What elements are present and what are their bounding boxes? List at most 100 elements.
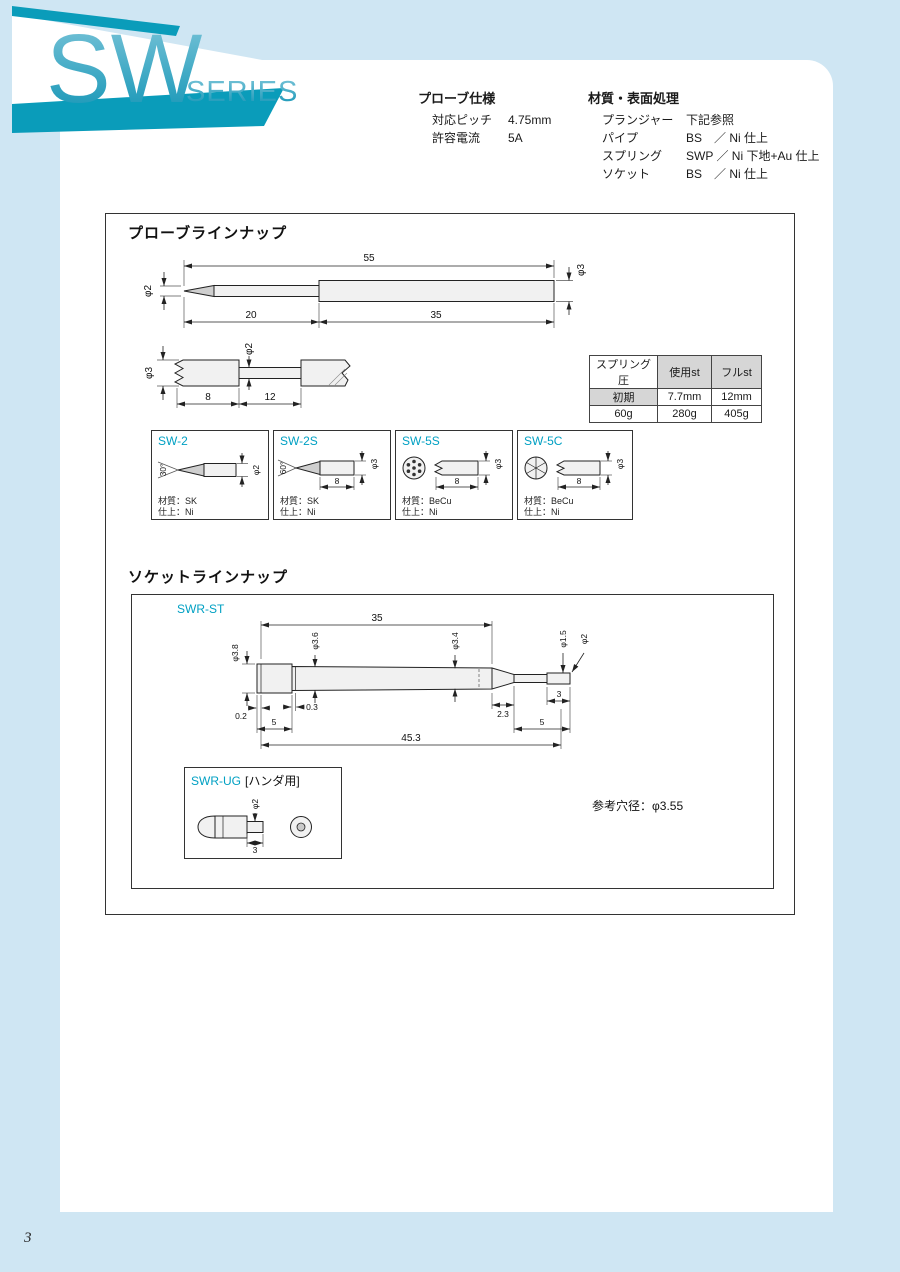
tip-name-sw-5c: SW-5C bbox=[524, 434, 563, 448]
sw-5c-drawing: φ3 8 bbox=[524, 451, 625, 490]
dim-02-text: 0.2 bbox=[235, 711, 247, 721]
spring-table-initial-cell: 初期 bbox=[589, 388, 658, 406]
dim-tip-length-text: 20 bbox=[245, 310, 257, 321]
tip-diameter-text: φ3 bbox=[615, 459, 625, 470]
socket-collar bbox=[256, 663, 293, 694]
probe-tip-cone bbox=[183, 284, 215, 298]
tip-front-view bbox=[402, 456, 426, 480]
socket-taper bbox=[491, 667, 515, 690]
tip-box-sw-2: SW-2 30° φ2 材質：SK 仕上：Ni bbox=[151, 430, 269, 520]
probe-body-shape bbox=[183, 280, 555, 302]
page-number: 3 bbox=[24, 1230, 32, 1246]
swr-st-name: SWR-ST bbox=[177, 602, 225, 616]
spring-table-stroke-row: 初期 7.7mm 12mm bbox=[589, 388, 762, 406]
dim-total-length-text: 55 bbox=[363, 253, 375, 264]
spring-table: スプリング圧 使用st フルst 初期 7.7mm 12mm 60g 280g … bbox=[589, 355, 762, 423]
tip-length-annotation: 8 bbox=[319, 476, 355, 490]
tip-diameter-text: φ3 bbox=[493, 459, 503, 470]
dim-len-b-text: 12 bbox=[264, 392, 276, 403]
spring-value: SWP ／ Ni 下地+Au 仕上 bbox=[686, 149, 820, 163]
probe-barrel bbox=[318, 280, 555, 302]
dim-5a-text: 5 bbox=[272, 717, 277, 727]
swr-ug-length-text: 3 bbox=[253, 845, 258, 854]
tip-angle-text: 60° bbox=[278, 462, 288, 475]
logo-ribbon bbox=[12, 88, 284, 133]
tip-front-view bbox=[524, 456, 548, 480]
dim-5b-text: 5 bbox=[540, 717, 545, 727]
reference-hole-note: 参考穴径：φ3.55 bbox=[592, 799, 684, 813]
socket-value: BS ／ Ni 仕上 bbox=[686, 167, 769, 181]
plunger-value: 下記参照 bbox=[686, 113, 735, 127]
tip-length-text: 8 bbox=[455, 476, 460, 486]
dim-phi15: φ1.5 bbox=[558, 630, 568, 673]
lineup-outer-box: プローブラインナップ 55 φ2 bbox=[105, 213, 795, 915]
socket-tube bbox=[291, 665, 493, 692]
tip-side-view bbox=[555, 460, 601, 476]
sw-5s-drawing: φ3 8 bbox=[402, 451, 503, 490]
sw-2s-drawing: 60° φ3 8 bbox=[277, 451, 379, 490]
spring-table-use-stroke-header: 使用st bbox=[657, 355, 712, 389]
sw-2-drawing: 30° φ2 bbox=[157, 453, 261, 487]
spring-label: スプリング bbox=[602, 149, 663, 163]
material-row-plunger: プランジャー 下記参照 bbox=[588, 111, 819, 129]
angle-annotation: 60° bbox=[277, 459, 297, 477]
logo-title-text: SW bbox=[46, 14, 203, 123]
dim-body-length-text: 35 bbox=[430, 310, 442, 321]
dim-phi38-text: φ3.8 bbox=[230, 644, 240, 662]
tip-material: 材質：SK bbox=[158, 496, 198, 506]
tip-cone bbox=[177, 463, 205, 477]
socket-tail-end bbox=[546, 672, 571, 685]
tip-box-sw-2s: SW-2S 60° φ3 bbox=[273, 430, 391, 520]
tip-diameter-annotation: φ3 bbox=[355, 451, 379, 485]
material-row-pipe: パイプ BS ／ Ni 仕上 bbox=[588, 129, 819, 147]
dim-outer-diameter: φ3 bbox=[144, 346, 179, 400]
swr-ug-length-annotation: 3 bbox=[246, 834, 264, 854]
socket-label: ソケット bbox=[602, 167, 651, 181]
swr-ug-name: SWR-UG bbox=[191, 774, 241, 788]
crown-rod bbox=[238, 367, 302, 379]
spring-table-use-stroke-value: 7.7mm bbox=[657, 388, 712, 406]
socket-lineup-title: ソケットラインナップ bbox=[128, 569, 289, 586]
spring-table-full-stroke-header: フルst bbox=[711, 355, 762, 389]
dim-body-diameter: φ3 bbox=[556, 264, 587, 315]
pitch-label: 対応ピッチ bbox=[432, 113, 493, 127]
dim-35: 35 bbox=[260, 613, 493, 664]
socket-lineup-box: SWR-ST 35 bbox=[131, 594, 774, 889]
dim-body-diameter-text: φ3 bbox=[576, 264, 587, 276]
sw-series-logo: SW SERIES bbox=[12, 4, 312, 144]
tip-box-sw-5c: SW-5C φ3 bbox=[517, 430, 633, 520]
dim-tip-diameter-text: φ2 bbox=[143, 285, 154, 297]
dim-23-text: 2.3 bbox=[497, 709, 509, 719]
logo-top-stripe bbox=[12, 6, 180, 36]
material-spec-block: 材質・表面処理 プランジャー 下記参照 パイプ BS ／ Ni 仕上 スプリング… bbox=[588, 90, 819, 183]
current-label: 許容電流 bbox=[432, 131, 481, 145]
angle-annotation: 30° bbox=[157, 461, 179, 479]
dim-phi36: φ3.6 bbox=[310, 632, 320, 703]
swr-ug-diameter-text: φ2 bbox=[250, 799, 260, 810]
tip-body bbox=[319, 460, 355, 476]
plunger-label: プランジャー bbox=[602, 113, 674, 127]
swr-ug-front-view bbox=[290, 816, 312, 838]
tip-finish: 仕上：Ni bbox=[158, 507, 194, 517]
crown-right-barrel bbox=[300, 359, 351, 387]
logo-graphic: SW SERIES bbox=[12, 6, 297, 133]
tip-side-view bbox=[433, 460, 479, 476]
spring-table-force-row: 60g 280g 405g bbox=[589, 405, 762, 423]
dim-total-453-text: 45.3 bbox=[401, 733, 421, 744]
crown-barrel bbox=[173, 359, 240, 387]
dim-inner-diameter: φ2 bbox=[244, 343, 255, 390]
tip-diameter-annotation: φ3 bbox=[479, 451, 503, 485]
crown-body-shape bbox=[173, 359, 351, 387]
tip-name-sw-5s: SW-5S bbox=[402, 434, 440, 448]
dim-35-text: 35 bbox=[371, 613, 383, 624]
dim-inner-diameter-text: φ2 bbox=[244, 343, 255, 355]
spring-table-full-force: 405g bbox=[711, 405, 762, 423]
dim-phi38: φ3.8 bbox=[230, 644, 255, 706]
current-value: 5A bbox=[508, 131, 523, 145]
dim-03-text: 0.3 bbox=[306, 702, 318, 712]
tip-diameter-text: φ2 bbox=[251, 465, 261, 476]
spring-table-full-stroke-value: 12mm bbox=[711, 388, 762, 406]
spring-table-header-row: スプリング圧 使用st フルst bbox=[589, 355, 762, 389]
socket-body-shape bbox=[256, 663, 571, 694]
material-row-socket: ソケット BS ／ Ni 仕上 bbox=[588, 165, 819, 183]
